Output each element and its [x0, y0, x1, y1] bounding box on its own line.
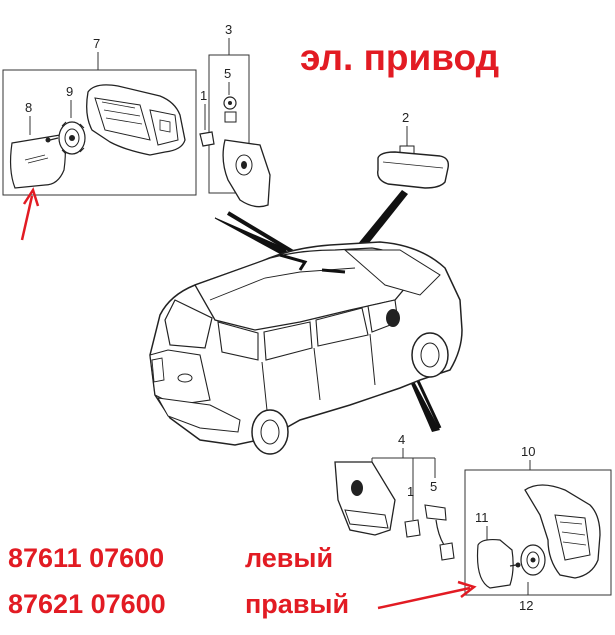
- connector-icon: [223, 96, 237, 123]
- part-number-right: 87621 07600 правый: [8, 589, 349, 619]
- inside-mirror-group: 2: [377, 110, 450, 189]
- part-number-right-side: правый: [245, 589, 349, 619]
- callout-4: 4: [398, 432, 405, 447]
- callout-9: 9: [66, 84, 73, 99]
- front-wheel-icon: [411, 332, 449, 378]
- wire-harness-icon: [424, 504, 455, 561]
- callout-12: 12: [519, 598, 533, 613]
- right-mirror-box: [464, 469, 612, 596]
- mirror-housing-icon: [86, 84, 186, 156]
- part-number-left: 87611 07600 левый: [8, 543, 333, 573]
- base-cover-icon: [222, 139, 271, 208]
- bottom-base-group: 4 1 5: [334, 432, 455, 561]
- left-mirror-box: [2, 69, 197, 196]
- rearview-mirror-icon: [377, 145, 450, 189]
- right-mirror-glass-icon: [476, 538, 514, 589]
- right-screw-icon: [509, 562, 521, 568]
- right-mirror-housing-icon: [524, 484, 601, 579]
- screw-icon: [45, 137, 59, 143]
- bottom-base-cover-icon: [334, 461, 396, 536]
- right-actuator-icon: [520, 544, 546, 576]
- top-base-group: 3 5 1: [199, 22, 271, 208]
- callout-10: 10: [521, 444, 535, 459]
- callout-11: 11: [475, 510, 489, 525]
- car-illustration: [149, 241, 463, 455]
- actuator-icon: [58, 121, 86, 155]
- left-mirror-group: 7 8 9: [2, 36, 197, 196]
- mirror-glass-icon: [9, 134, 66, 189]
- right-arrow-icon: [377, 580, 477, 610]
- part-number-left-code: 87611 07600: [8, 543, 164, 573]
- bottom-clip-icon: [404, 519, 421, 538]
- part-number-right-code: 87621 07600: [8, 589, 166, 619]
- right-mirror-group: 10 11 12: [464, 444, 612, 613]
- callout-7: 7: [93, 36, 100, 51]
- title-text: эл. привод: [300, 37, 499, 78]
- callout-5-top: 5: [224, 66, 231, 81]
- part-number-left-side: левый: [245, 543, 333, 573]
- clip-icon: [199, 131, 215, 147]
- callout-1-top: 1: [200, 88, 207, 103]
- callout-3: 3: [225, 22, 232, 37]
- callout-5-bottom: 5: [430, 479, 437, 494]
- callout-8: 8: [25, 100, 32, 115]
- rear-wheel-icon: [251, 409, 289, 455]
- callout-2: 2: [402, 110, 409, 125]
- callout-1-bottom: 1: [407, 484, 414, 499]
- left-arrow-icon: [20, 187, 40, 241]
